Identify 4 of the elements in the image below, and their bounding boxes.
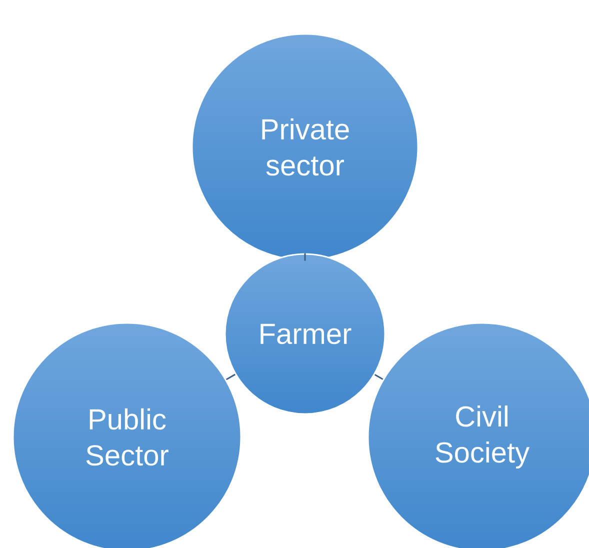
circle-node: Farmer	[224, 253, 386, 415]
connector-line	[226, 374, 236, 380]
connector-line	[374, 374, 384, 380]
connector-line	[304, 253, 306, 261]
